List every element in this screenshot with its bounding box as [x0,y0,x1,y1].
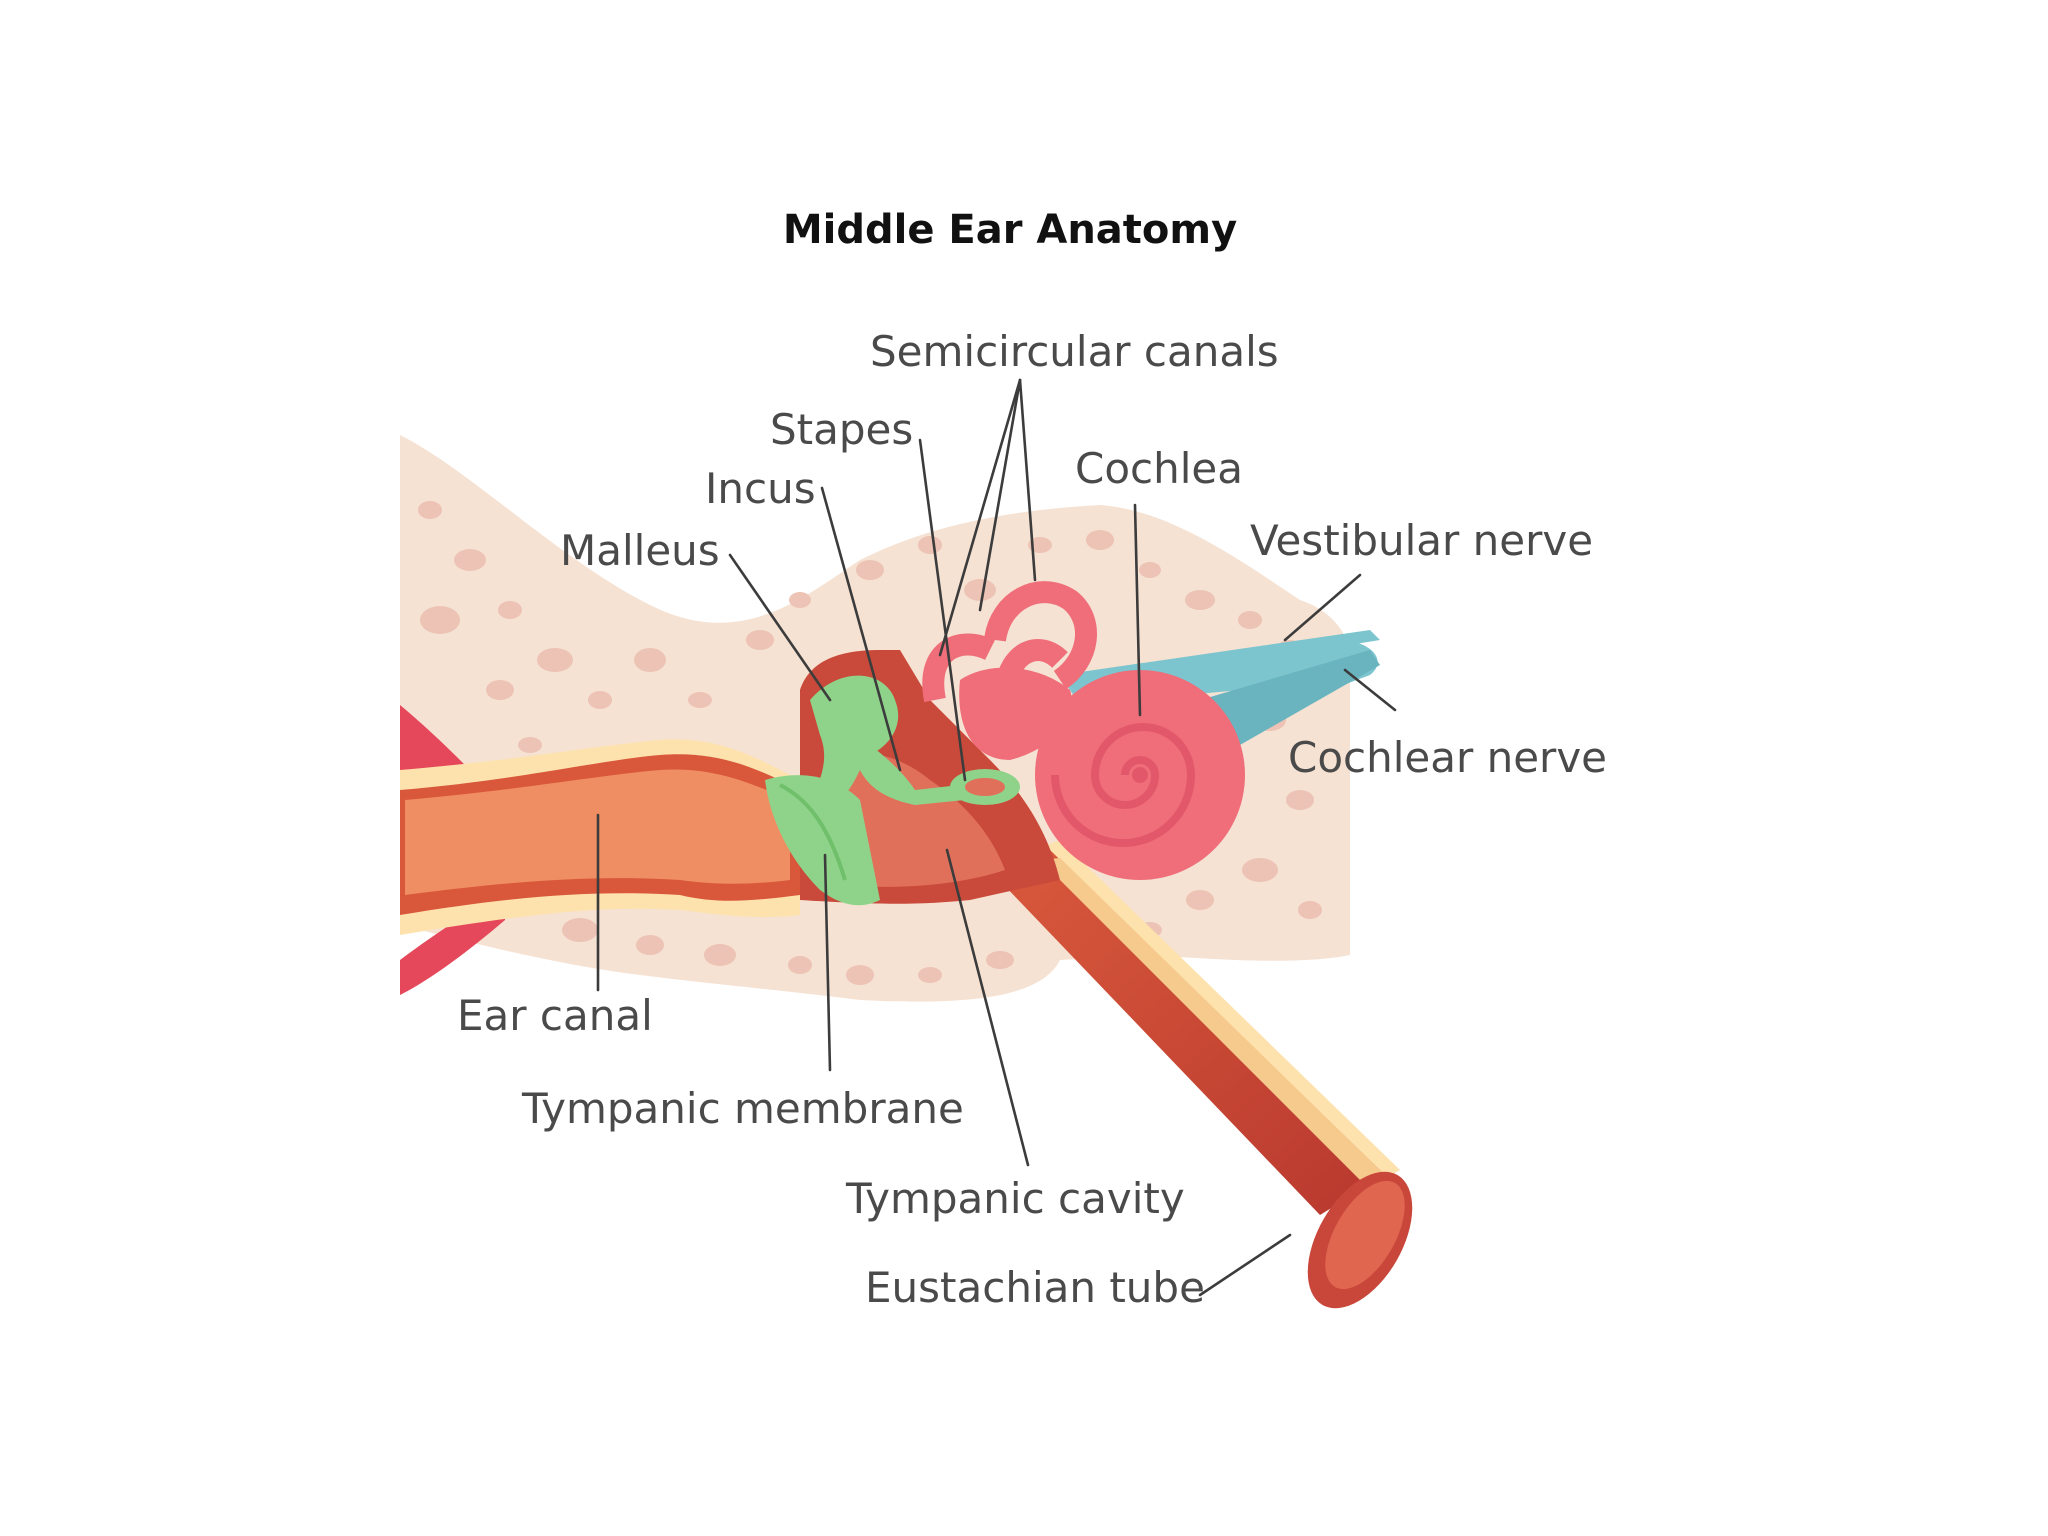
leader-malleus [728,553,832,702]
label-cochlea: Cochlea [1075,444,1243,493]
tympanic-membrane-shape [765,775,880,906]
cochlear-nerve-shape [1200,650,1380,745]
tympanic-membrane-edge [779,783,847,881]
leader-lines [596,378,1397,1297]
eustachian-lining-strip [1040,858,1385,1185]
diagram-title: Middle Ear Anatomy [783,207,1237,253]
label-tympanic-membrane: Tympanic membrane [521,1084,964,1133]
label-semicircular-canals: Semicircular canals [870,327,1279,376]
label-incus: Incus [705,464,816,513]
leader-stapes [918,438,967,782]
incus-shape [860,745,965,805]
label-cochlear-nerve: Cochlear nerve [1288,733,1607,782]
labels: Semicircular canals Stapes Incus Malleus… [457,327,1607,1312]
leader-semicircular-c [1018,378,1037,582]
cochlea-shape [1035,670,1245,880]
leader-semicircular-a [938,378,1022,657]
bone-pores [418,501,1322,985]
leader-semicircular-b [978,378,1022,612]
ear-illustration [400,435,1413,1309]
label-tympanic-cavity: Tympanic cavity [845,1174,1185,1223]
leader-incus [820,486,902,772]
label-stapes: Stapes [770,405,913,454]
leader-cochlear [1343,668,1397,712]
malleus-shape [810,675,899,806]
stapes-footplate [965,778,1005,796]
eustachian-opening-inner [1325,1180,1405,1290]
label-malleus: Malleus [560,526,720,575]
label-vestibular-nerve: Vestibular nerve [1250,516,1593,565]
eustachian-tube-shape [980,850,1385,1215]
leader-tympanic-membrane [823,853,832,1072]
pinna-edge [400,705,470,780]
leader-tympanic-cavity [945,848,1030,1167]
leader-eustachian [1198,1233,1292,1297]
leader-vestibular [1283,573,1362,642]
leader-cochlea [1133,503,1142,717]
label-eustachian-tube: Eustachian tube [865,1263,1205,1312]
label-ear-canal: Ear canal [457,991,653,1040]
